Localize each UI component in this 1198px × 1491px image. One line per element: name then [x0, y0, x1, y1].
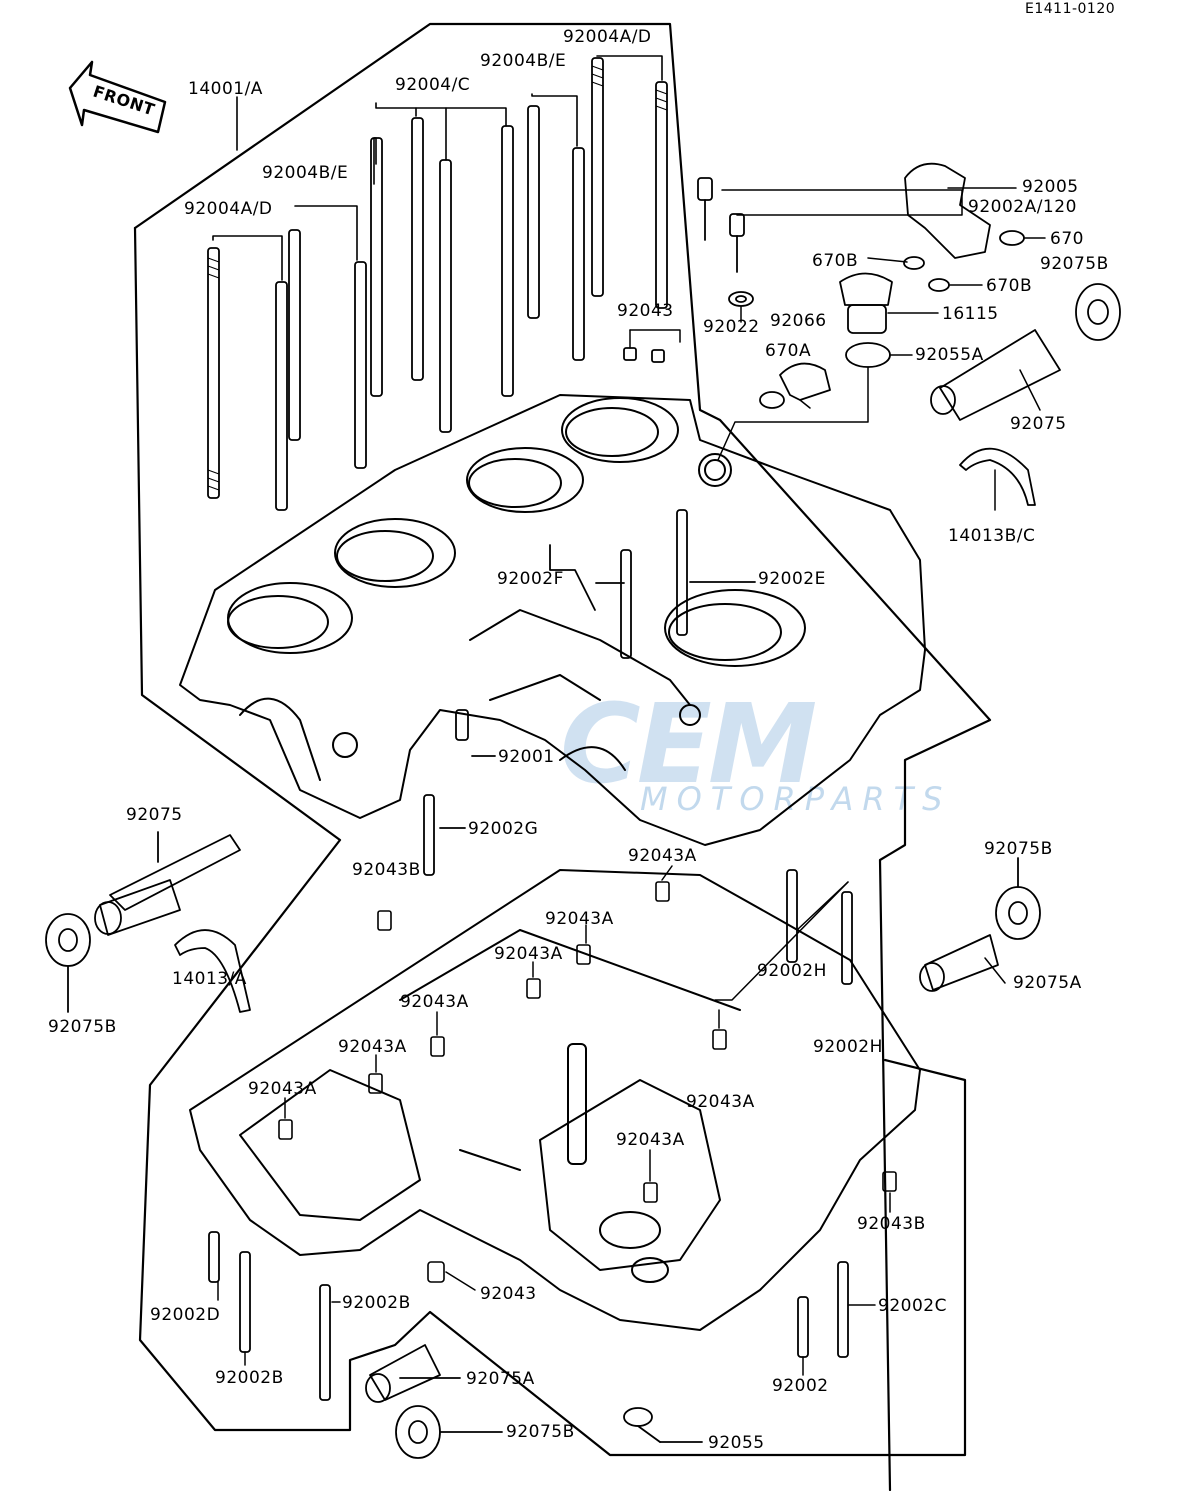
callout-670b: 670B: [812, 251, 859, 271]
side-parts: [45, 831, 1041, 1459]
callout-92066: 92066: [770, 311, 827, 331]
callout-92002e: 92002E: [758, 569, 826, 589]
callout-92004-c: 92004/C: [395, 75, 471, 95]
callout-92043a-2: 92043A: [545, 909, 614, 929]
callout-92075: 92075: [1010, 414, 1067, 434]
leader-lines-right: [629, 187, 1046, 511]
callout-670: 670: [1050, 229, 1084, 249]
callout-92004a-d-2: 92004A/D: [184, 199, 273, 219]
callout-92043-2: 92043: [480, 1284, 537, 1304]
watermark-text: MOTORPARTS: [640, 780, 952, 818]
callout-92002b-2: 92002B: [215, 1368, 284, 1388]
callout-92004b-e: 92004B/E: [480, 51, 567, 71]
callout-92043a-5: 92043A: [338, 1037, 407, 1057]
breather-fittings: [623, 162, 1121, 506]
stud-leaders: [212, 55, 663, 281]
callout-14013-a: 14013/A: [172, 969, 247, 989]
callout-92001: 92001: [498, 747, 555, 767]
case-bolts: [423, 509, 756, 876]
callout-92075b: 92075B: [1040, 254, 1109, 274]
callout-670a: 670A: [765, 341, 812, 361]
callout-92043a-4: 92043A: [400, 992, 469, 1012]
callout-92043: 92043: [617, 301, 674, 321]
callout-92075a: 92075A: [466, 1369, 535, 1389]
upper-group-outline-left: [133, 226, 967, 1457]
studs: [207, 57, 668, 511]
leader-lines-lower: [217, 865, 1006, 1376]
callout-92075b-bottom: 92075B: [506, 1422, 575, 1442]
callout-92004b-e-2: 92004B/E: [262, 163, 349, 183]
callout-92002f: 92002F: [497, 569, 564, 589]
callout-92005: 92005: [1022, 177, 1079, 197]
callout-92075b-right: 92075B: [984, 839, 1053, 859]
upper-crankcase: [179, 394, 926, 846]
callout-92002c: 92002C: [878, 1296, 947, 1316]
callout-92043a-3: 92043A: [494, 944, 563, 964]
callout-92022: 92022: [703, 317, 760, 337]
callout-92002h-2: 92002H: [813, 1037, 883, 1057]
callout-92043b-2: 92043B: [857, 1214, 926, 1234]
callout-92075a-right: 92075A: [1013, 973, 1082, 993]
callout-92043a-7: 92043A: [686, 1092, 755, 1112]
callout-92043a-8: 92043A: [616, 1130, 685, 1150]
callout-14013b-c: 14013B/C: [948, 526, 1036, 546]
callout-92043b: 92043B: [352, 860, 421, 880]
callout-92002h: 92002H: [757, 961, 827, 981]
callout-92002g: 92002G: [468, 819, 539, 839]
callout-92004a-d: 92004A/D: [563, 27, 652, 47]
front-arrow-icon: [68, 60, 167, 134]
upper-group-outline: [133, 22, 992, 1491]
callout-92075-left: 92075: [126, 805, 183, 825]
callout-92055a: 92055A: [915, 345, 984, 365]
callout-92043a-1: 92043A: [628, 846, 697, 866]
callout-92055: 92055: [708, 1433, 765, 1453]
callout-92002d: 92002D: [150, 1305, 221, 1325]
lower-crankcase: [189, 869, 921, 1331]
dowels: [278, 881, 897, 1283]
callout-92043a-6: 92043A: [248, 1079, 317, 1099]
callout-16115: 16115: [942, 304, 999, 324]
callout-92075b-left: 92075B: [48, 1017, 117, 1037]
callout-670b-2: 670B: [986, 276, 1033, 296]
callout-14001-a: 14001/A: [188, 79, 263, 99]
diagram-code: E1411-0120: [1025, 1, 1116, 17]
callout-92002b: 92002B: [342, 1293, 411, 1313]
callout-92002: 92002: [772, 1376, 829, 1396]
callout-92002a-120: 92002A/120: [968, 197, 1077, 217]
